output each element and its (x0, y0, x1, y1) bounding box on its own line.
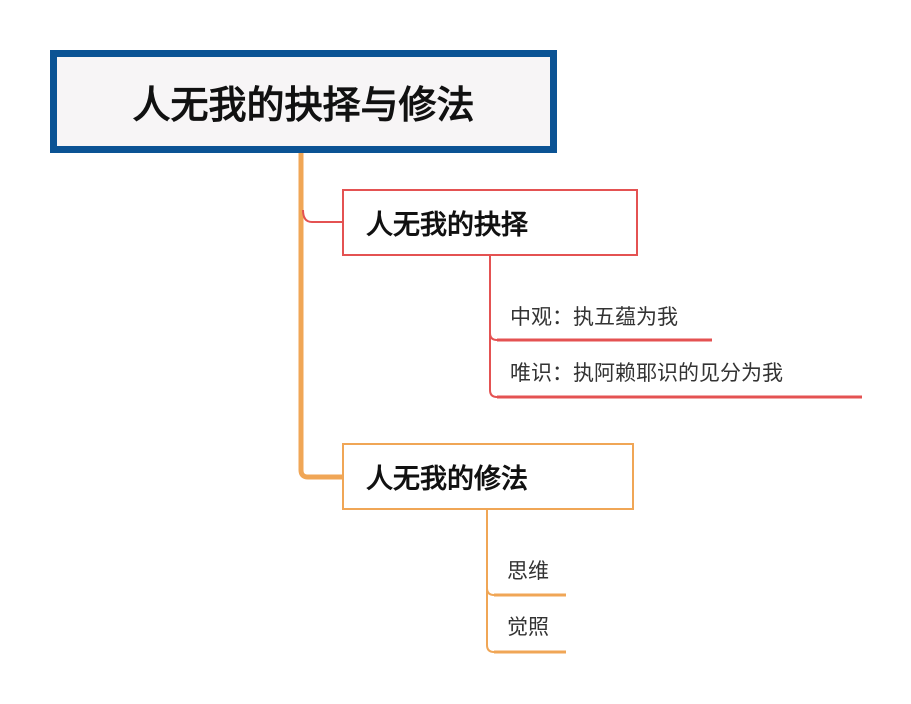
leaf-node-awareness[interactable]: 觉照 (507, 615, 549, 639)
trunk-connector (298, 150, 345, 480)
connector-leaf-madhyamaka (489, 332, 498, 341)
branch-node-practice[interactable]: 人无我的修法 (342, 443, 634, 510)
branch-label-practice: 人无我的修法 (366, 464, 528, 495)
branch-node-choice[interactable]: 人无我的抉择 (342, 189, 638, 256)
connector-practice-children (486, 510, 566, 653)
leaf-node-contemplate[interactable]: 思维 (507, 559, 549, 583)
root-node[interactable]: 人无我的抉择与修法 (50, 50, 557, 153)
root-label: 人无我的抉择与修法 (132, 83, 475, 127)
connector-leaf-contemplate (486, 587, 495, 596)
connector-branch-choice (302, 209, 342, 223)
branch-label-choice: 人无我的抉择 (366, 210, 528, 241)
leaf-node-yogacara[interactable]: 唯识：执阿赖耶识的见分为我 (510, 361, 783, 385)
connector-choice-children (489, 256, 862, 398)
leaf-node-madhyamaka[interactable]: 中观：执五蕴为我 (510, 305, 678, 329)
